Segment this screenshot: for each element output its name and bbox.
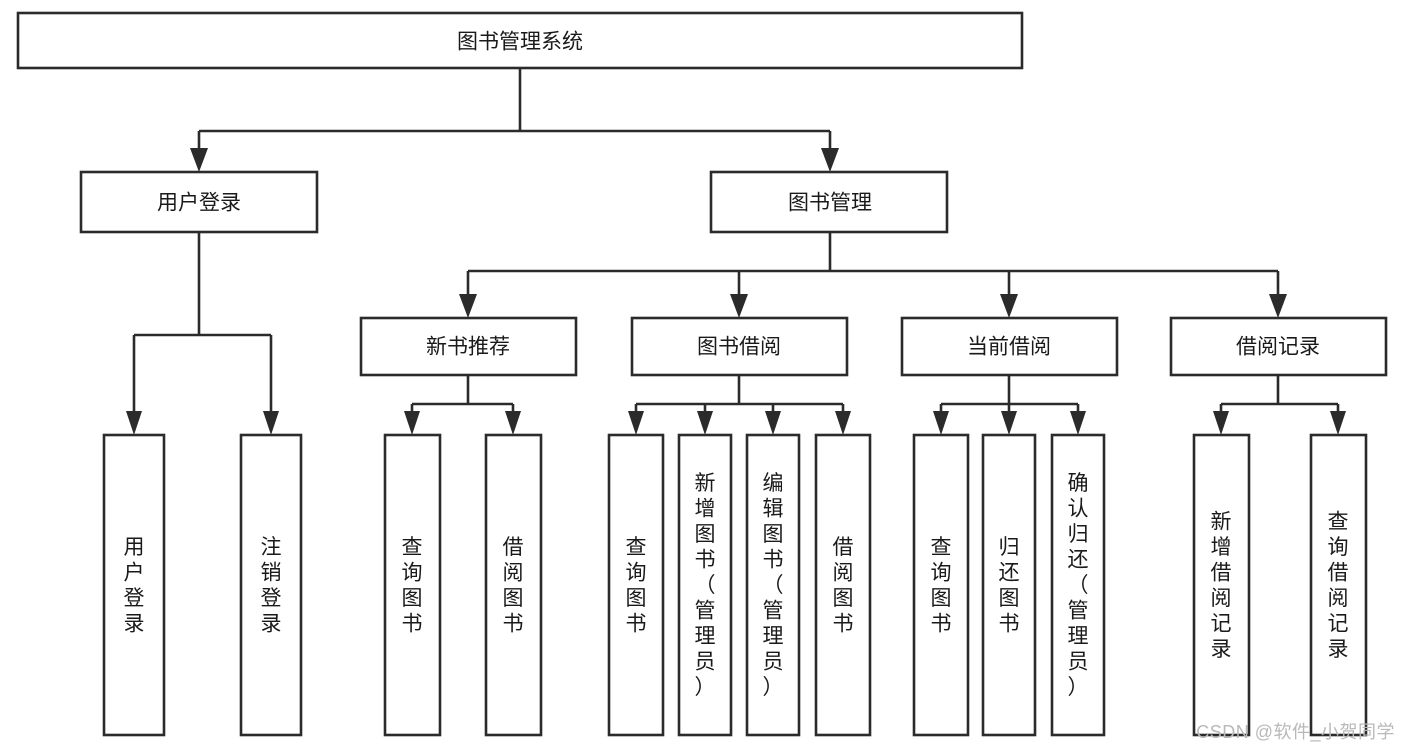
leaf-logout-box[interactable] <box>239 433 303 737</box>
arrow-head-icon-cb-leaf3 <box>1070 411 1086 435</box>
arrow-head-icon-rc-leaf1 <box>1213 411 1229 435</box>
node-borrow-records-label: 借阅记录 <box>1236 336 1320 359</box>
node-book-management-box[interactable] <box>709 170 949 234</box>
node-current-borrow-box[interactable] <box>900 316 1119 377</box>
arrow-head-icon-newbook <box>459 294 477 318</box>
leaf-bw-query-book-label: 查询图书 <box>626 536 647 636</box>
leaf-cb-return-book-box[interactable] <box>981 433 1037 737</box>
node-user-login-label: 用户登录 <box>157 192 241 215</box>
leaf-bw-add-book-label: 新增图书（管理员） <box>695 472 716 699</box>
node-book-management[interactable]: 图书管理 <box>709 170 949 234</box>
leaf-bw-borrow-book[interactable]: 借阅图书 <box>814 433 872 737</box>
leaf-cb-return-book[interactable]: 归还图书 <box>981 433 1037 737</box>
arrow-head-icon-bw-leaf3 <box>765 411 781 435</box>
node-user-login[interactable]: 用户登录 <box>79 170 319 234</box>
node-user-login-box[interactable] <box>79 170 319 234</box>
arrow-head-icon-leaf-logout <box>263 411 279 435</box>
leaf-bw-edit-book[interactable]: 编辑图书（管理员） <box>745 433 801 737</box>
leaf-logout-label: 注销登录 <box>261 536 282 636</box>
leaf-bw-borrow-book-box[interactable] <box>814 433 872 737</box>
node-book-borrow-label: 图书借阅 <box>697 336 781 359</box>
leaf-bw-edit-book-label: 编辑图书（管理员） <box>763 472 784 699</box>
leaf-bw-borrow-book-label: 借阅图书 <box>833 536 854 636</box>
leaf-cb-return-book-label: 归还图书 <box>999 536 1020 636</box>
arrow-head-icon-nb-leaf1 <box>404 411 420 435</box>
arrow-head-icon-cb-leaf1 <box>933 411 949 435</box>
node-book-borrow-box[interactable] <box>630 316 849 377</box>
leaf-user-login-box[interactable] <box>102 433 166 737</box>
node-new-book-recommend[interactable]: 新书推荐 <box>359 316 578 377</box>
leaf-bw-query-book-box[interactable] <box>607 433 665 737</box>
leaf-rc-query-record-box[interactable] <box>1309 433 1368 737</box>
leaf-rc-query-record-label: 查询借阅记录 <box>1328 510 1349 661</box>
leaf-user-login-label: 用户登录 <box>124 536 145 636</box>
leaf-bw-add-book-box[interactable] <box>677 433 733 737</box>
leaf-cb-confirm-return-box[interactable] <box>1050 433 1106 737</box>
node-current-borrow[interactable]: 当前借阅 <box>900 316 1119 377</box>
arrow-head-icon-records <box>1269 294 1287 318</box>
leaf-bw-query-book[interactable]: 查询图书 <box>607 433 665 737</box>
leaf-cb-confirm-return[interactable]: 确认归还（管理员） <box>1050 433 1106 737</box>
leaf-logout[interactable]: 注销登录 <box>239 433 303 737</box>
node-new-book-recommend-label: 新书推荐 <box>426 336 510 359</box>
arrow-head-icon-bw-leaf2 <box>697 411 713 435</box>
arrow-head-icon-borrow <box>730 294 748 318</box>
leaf-nb-borrow-book[interactable]: 借阅图书 <box>484 433 543 737</box>
node-book-management-label: 图书管理 <box>788 192 872 215</box>
leaf-cb-query-book-box[interactable] <box>912 433 970 737</box>
leaf-bw-add-book[interactable]: 新增图书（管理员） <box>677 433 733 737</box>
node-borrow-records[interactable]: 借阅记录 <box>1169 316 1388 377</box>
arrow-head-icon-bw-leaf4 <box>835 411 851 435</box>
arrow-head-icon-bookmgmt <box>821 148 839 172</box>
arrow-head-icon-current <box>1000 294 1018 318</box>
leaf-nb-query-book[interactable]: 查询图书 <box>383 433 442 737</box>
leaf-bw-edit-book-box[interactable] <box>745 433 801 737</box>
leaf-rc-add-record-label: 新增借阅记录 <box>1211 510 1232 661</box>
node-new-book-recommend-box[interactable] <box>359 316 578 377</box>
arrow-head-icon-cb-leaf2 <box>1001 411 1017 435</box>
node-root[interactable]: 图书管理系统 <box>16 11 1024 70</box>
node-book-borrow[interactable]: 图书借阅 <box>630 316 849 377</box>
leaf-cb-query-book-label: 查询图书 <box>931 536 952 636</box>
arrow-head-icon-rc-leaf2 <box>1330 411 1346 435</box>
leaf-nb-query-book-label: 查询图书 <box>402 536 423 636</box>
node-root-box[interactable] <box>16 11 1024 70</box>
arrow-head-icon-bw-leaf1 <box>628 411 644 435</box>
leaf-cb-query-book[interactable]: 查询图书 <box>912 433 970 737</box>
leaf-user-login[interactable]: 用户登录 <box>102 433 166 737</box>
leaf-nb-query-book-box[interactable] <box>383 433 442 737</box>
arrow-head-icon-nb-leaf2 <box>505 411 521 435</box>
node-root-label: 图书管理系统 <box>457 31 583 54</box>
node-current-borrow-label: 当前借阅 <box>967 336 1051 359</box>
leaf-nb-borrow-book-label: 借阅图书 <box>503 536 524 636</box>
leaf-cb-confirm-return-label: 确认归还（管理员） <box>1068 472 1089 699</box>
leaf-rc-add-record[interactable]: 新增借阅记录 <box>1192 433 1251 737</box>
arrow-head-icon-leaf-user-login <box>126 411 142 435</box>
leaf-rc-add-record-box[interactable] <box>1192 433 1251 737</box>
leaf-rc-query-record[interactable]: 查询借阅记录 <box>1309 433 1368 737</box>
leaf-nb-borrow-book-box[interactable] <box>484 433 543 737</box>
connector-layer <box>126 68 1346 435</box>
node-borrow-records-box[interactable] <box>1169 316 1388 377</box>
arrow-head-icon-login <box>190 148 208 172</box>
watermark-text: CSDN @软件_小贺同学 <box>1196 722 1395 742</box>
